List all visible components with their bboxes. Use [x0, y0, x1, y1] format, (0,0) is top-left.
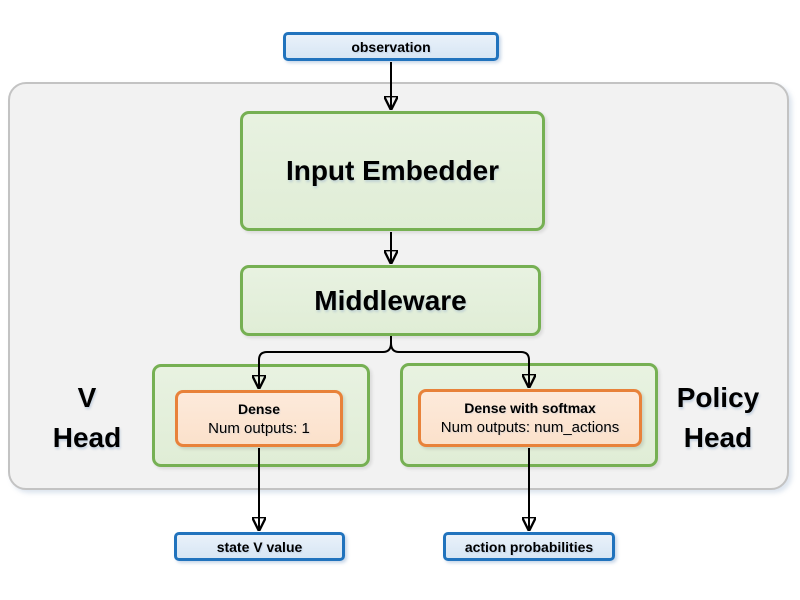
v-head-title-line1: V — [77, 382, 97, 413]
v-head-dense-layer: Dense Num outputs: 1 — [175, 390, 343, 447]
softmax-layer-name: Dense with softmax — [464, 400, 596, 416]
dense-layer-outputs: Num outputs: 1 — [208, 419, 310, 437]
input-embedder-label: Input Embedder — [285, 155, 500, 186]
observation-node: observation — [283, 32, 499, 61]
state-v-value-label: state V value — [216, 538, 303, 555]
v-head-title: V Head — [32, 378, 142, 458]
v-head-title-line2: Head — [52, 422, 122, 453]
input-embedder-node: Input Embedder — [240, 111, 545, 231]
state-v-value-node: state V value — [174, 532, 345, 561]
softmax-layer-outputs: Num outputs: num_actions — [440, 419, 620, 436]
policy-head-title-line1: Policy — [676, 382, 760, 413]
observation-label: observation — [351, 38, 431, 55]
middleware-label: Middleware — [314, 284, 467, 316]
action-probabilities-node: action probabilities — [443, 532, 615, 561]
policy-head-dense-softmax-layer: Dense with softmax Num outputs: num_acti… — [418, 389, 642, 447]
action-probabilities-label: action probabilities — [464, 538, 594, 555]
policy-head-title-line2: Head — [683, 422, 753, 453]
policy-head-title: Policy Head — [660, 378, 776, 458]
dense-layer-name: Dense — [237, 400, 281, 417]
middleware-node: Middleware — [240, 265, 541, 336]
